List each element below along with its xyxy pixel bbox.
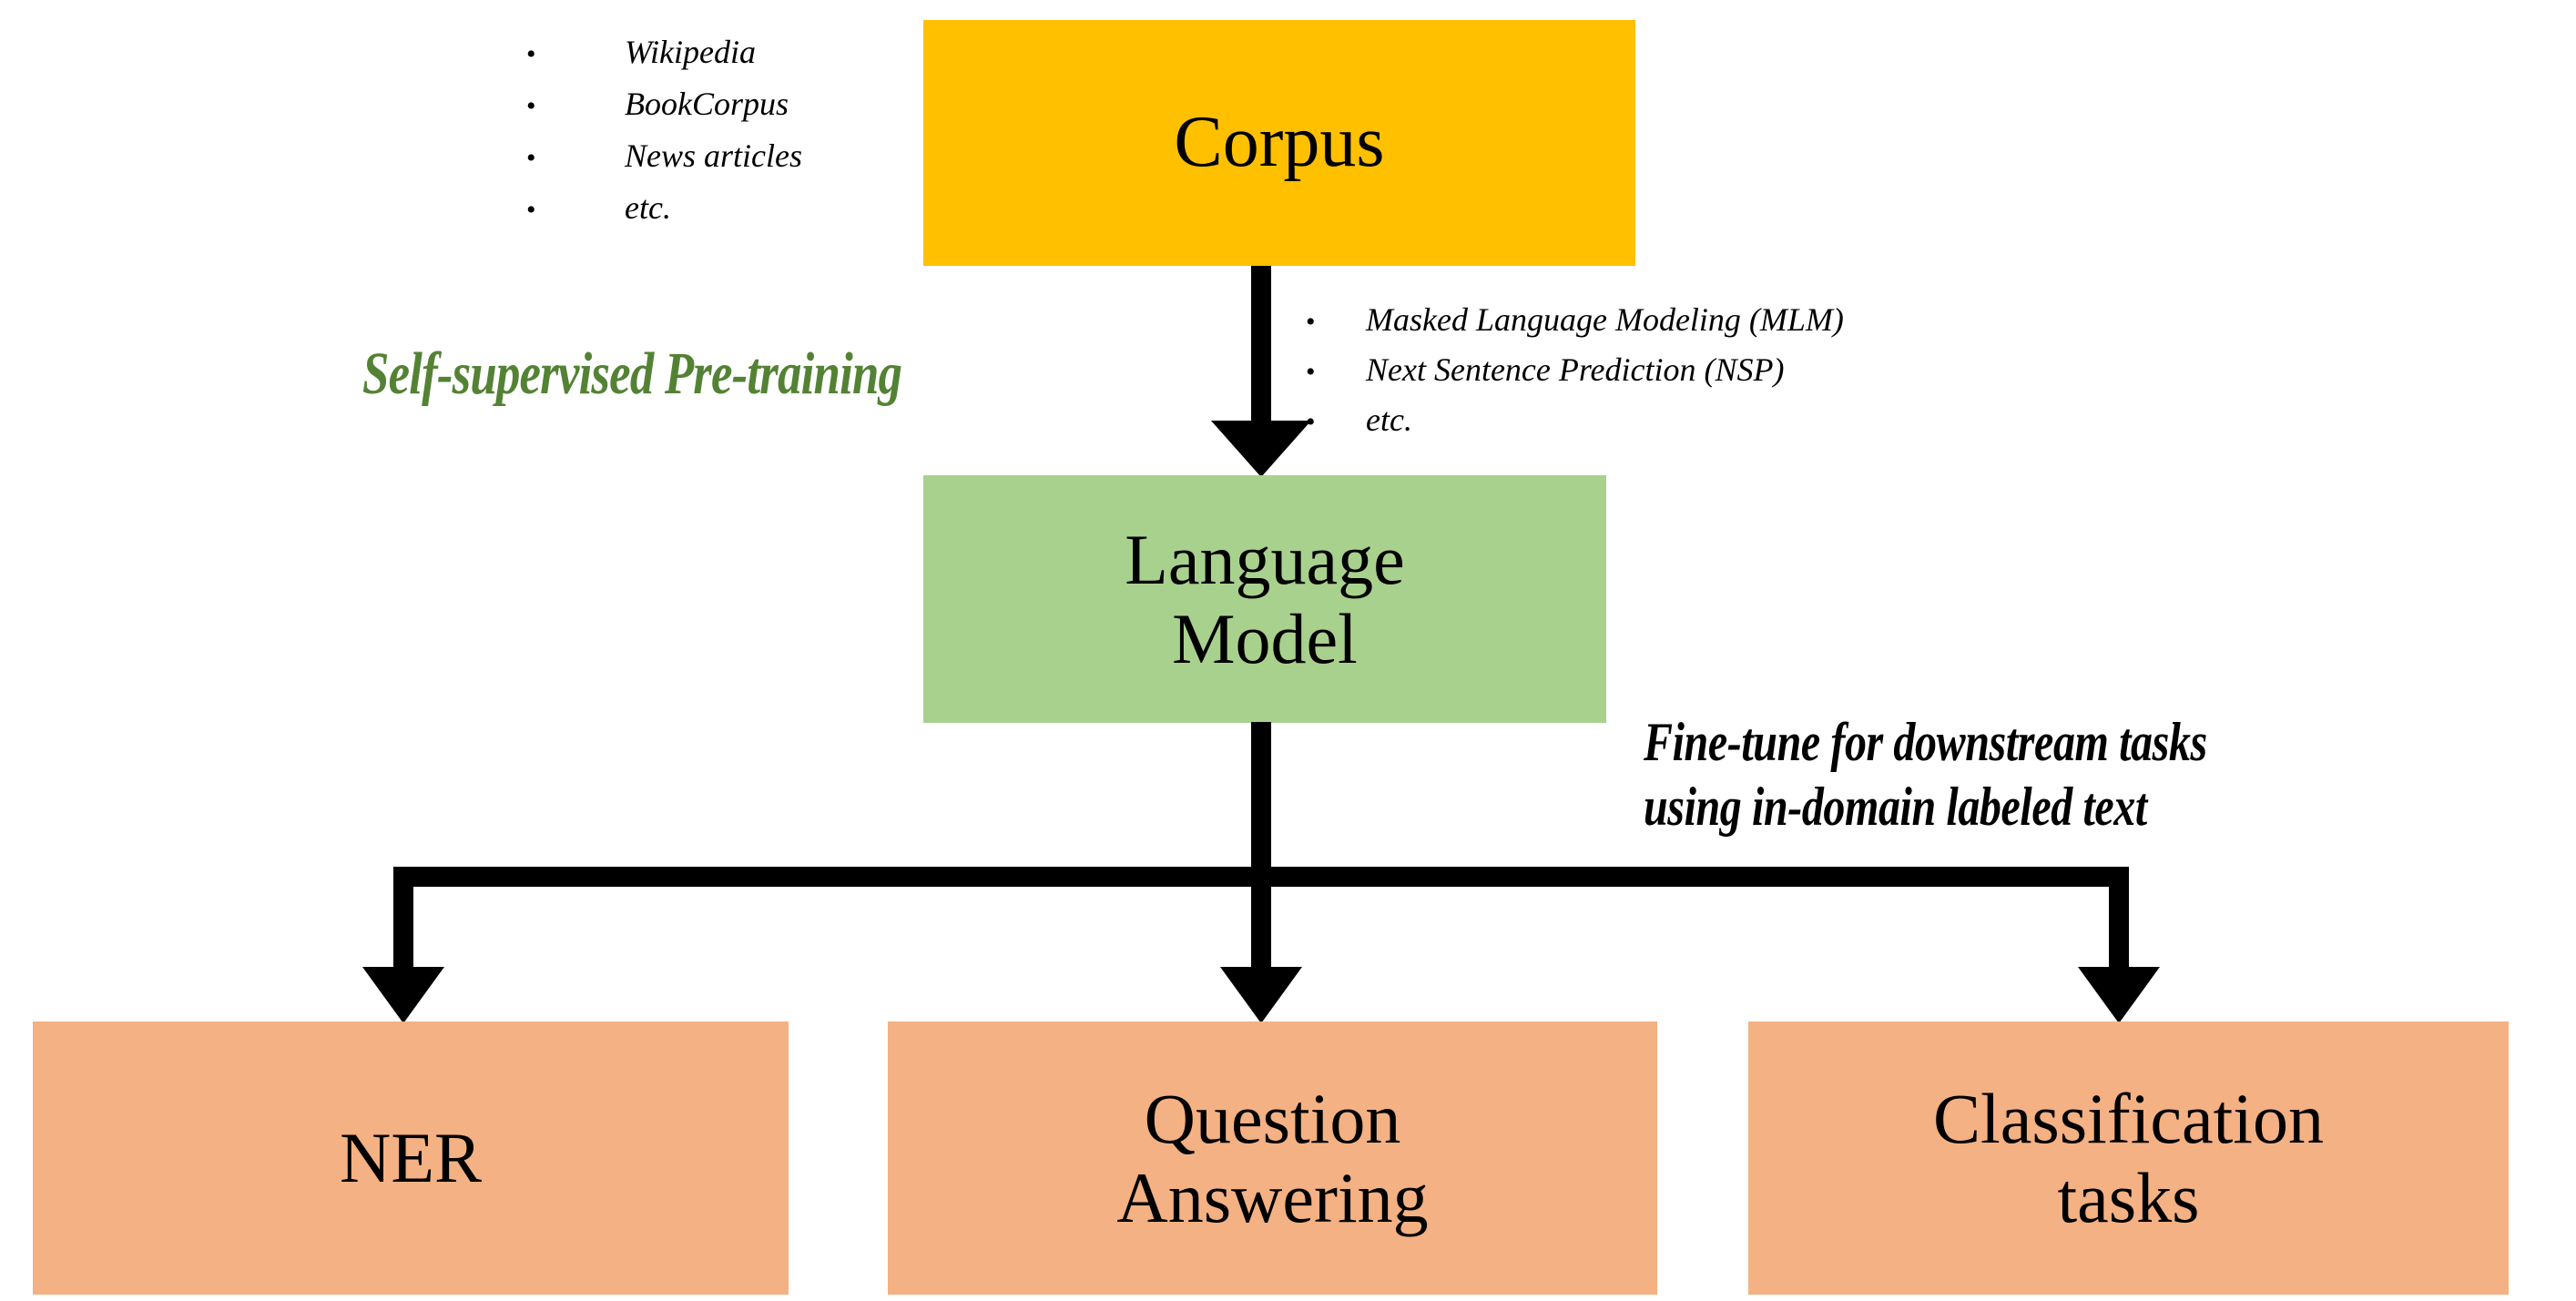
bullet-icon: •: [526, 91, 536, 121]
pretraining-objective-label: Masked Language Modeling (MLM): [1366, 301, 1844, 338]
bullet-icon: •: [526, 143, 536, 173]
arrow-head-to-question-answering-icon: [1220, 967, 1302, 1023]
task-node-label: Classification tasks: [1933, 1078, 2324, 1237]
pretraining-objective-label: Next Sentence Prediction (NSP): [1366, 351, 1785, 388]
task-node-question-answering: Question Answering: [888, 1021, 1657, 1295]
corpus-source-label: etc.: [625, 189, 671, 226]
bullet-icon: •: [1306, 307, 1316, 337]
connector-language-model-stem: [1251, 722, 1271, 970]
pretraining-objectives-list: • Masked Language Modeling (MLM) • Next …: [1306, 300, 1844, 451]
corpus-sources-list: • Wikipedia • BookCorpus • News articles…: [526, 33, 802, 240]
list-item: • etc.: [526, 188, 802, 240]
arrow-corpus-to-language-model-head-icon: [1211, 421, 1311, 477]
pretraining-objective-label: etc.: [1366, 401, 1412, 438]
list-item: • Next Sentence Prediction (NSP): [1306, 351, 1844, 401]
task-node-ner: NER: [33, 1021, 789, 1295]
arrow-head-to-ner-icon: [362, 967, 444, 1023]
task-node-label: NER: [340, 1118, 482, 1198]
corpus-source-label: News articles: [625, 137, 802, 174]
list-item: • Masked Language Modeling (MLM): [1306, 300, 1844, 351]
connector-horizontal-bus: [393, 867, 2129, 887]
connector-branch-left: [393, 867, 413, 970]
list-item: • News articles: [526, 137, 802, 188]
arrow-corpus-to-language-model-stem: [1251, 266, 1271, 428]
connector-branch-right: [2109, 867, 2129, 970]
corpus-node: Corpus: [923, 20, 1635, 266]
list-item: • etc.: [1306, 401, 1844, 451]
task-node-classification: Classification tasks: [1748, 1021, 2509, 1295]
arrow-head-to-classification-icon: [2078, 967, 2160, 1023]
list-item: • BookCorpus: [526, 85, 802, 137]
language-model-node: Language Model: [923, 475, 1606, 723]
bullet-icon: •: [1306, 407, 1316, 437]
corpus-node-label: Corpus: [1174, 102, 1385, 183]
finetune-annotation: Fine-tune for downstream tasks using in-…: [1644, 712, 2207, 837]
language-model-node-label: Language Model: [1125, 519, 1405, 678]
task-node-label: Question Answering: [1116, 1078, 1429, 1237]
bullet-icon: •: [1306, 357, 1316, 387]
bullet-icon: •: [526, 39, 536, 69]
list-item: • Wikipedia: [526, 33, 802, 85]
pretraining-annotation: Self-supervised Pre-training: [362, 340, 902, 407]
corpus-source-label: Wikipedia: [625, 34, 756, 70]
bullet-icon: •: [526, 195, 536, 225]
corpus-source-label: BookCorpus: [625, 86, 789, 122]
